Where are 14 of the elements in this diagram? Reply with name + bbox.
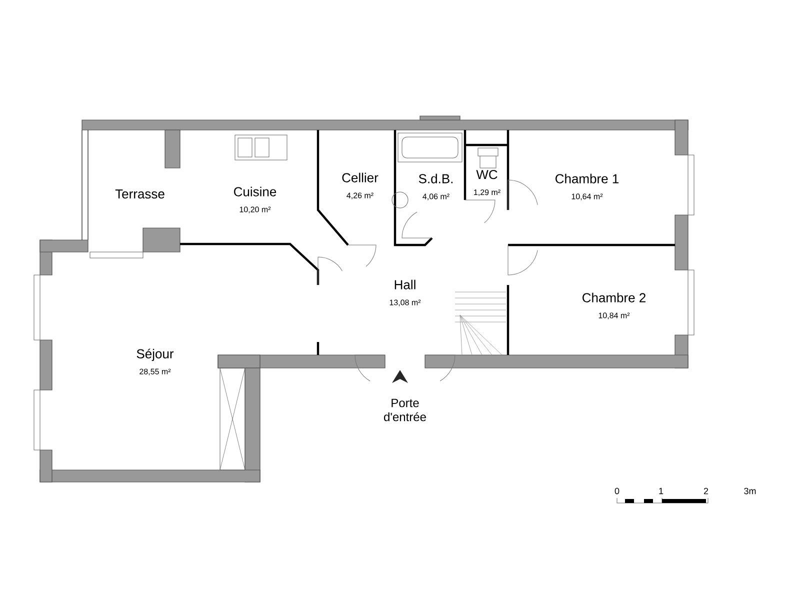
room-label: Chambre 1 10,64 m² [556,174,619,200]
scale-number: 0 [614,488,620,494]
room-label: WC 1,29 m² [474,170,500,196]
room-label: Hall 13,08 m² [390,280,421,306]
room-label: Cellier 4,26 m² [342,172,378,200]
room-label: Terrasse [115,189,164,199]
entrance-label: Porte d'entrée [384,398,426,422]
scale-number: 1 [659,488,664,494]
room-label: Chambre 2 10,84 m² [582,292,646,320]
room-label: Séjour 28,55 m² [136,348,174,376]
scale-number: 3m [744,488,756,494]
scale-number: 2 [704,488,708,494]
room-label: Cuisine 10,20 m² [234,186,276,214]
room-label: S.d.B. 4,06 m² [418,174,453,200]
